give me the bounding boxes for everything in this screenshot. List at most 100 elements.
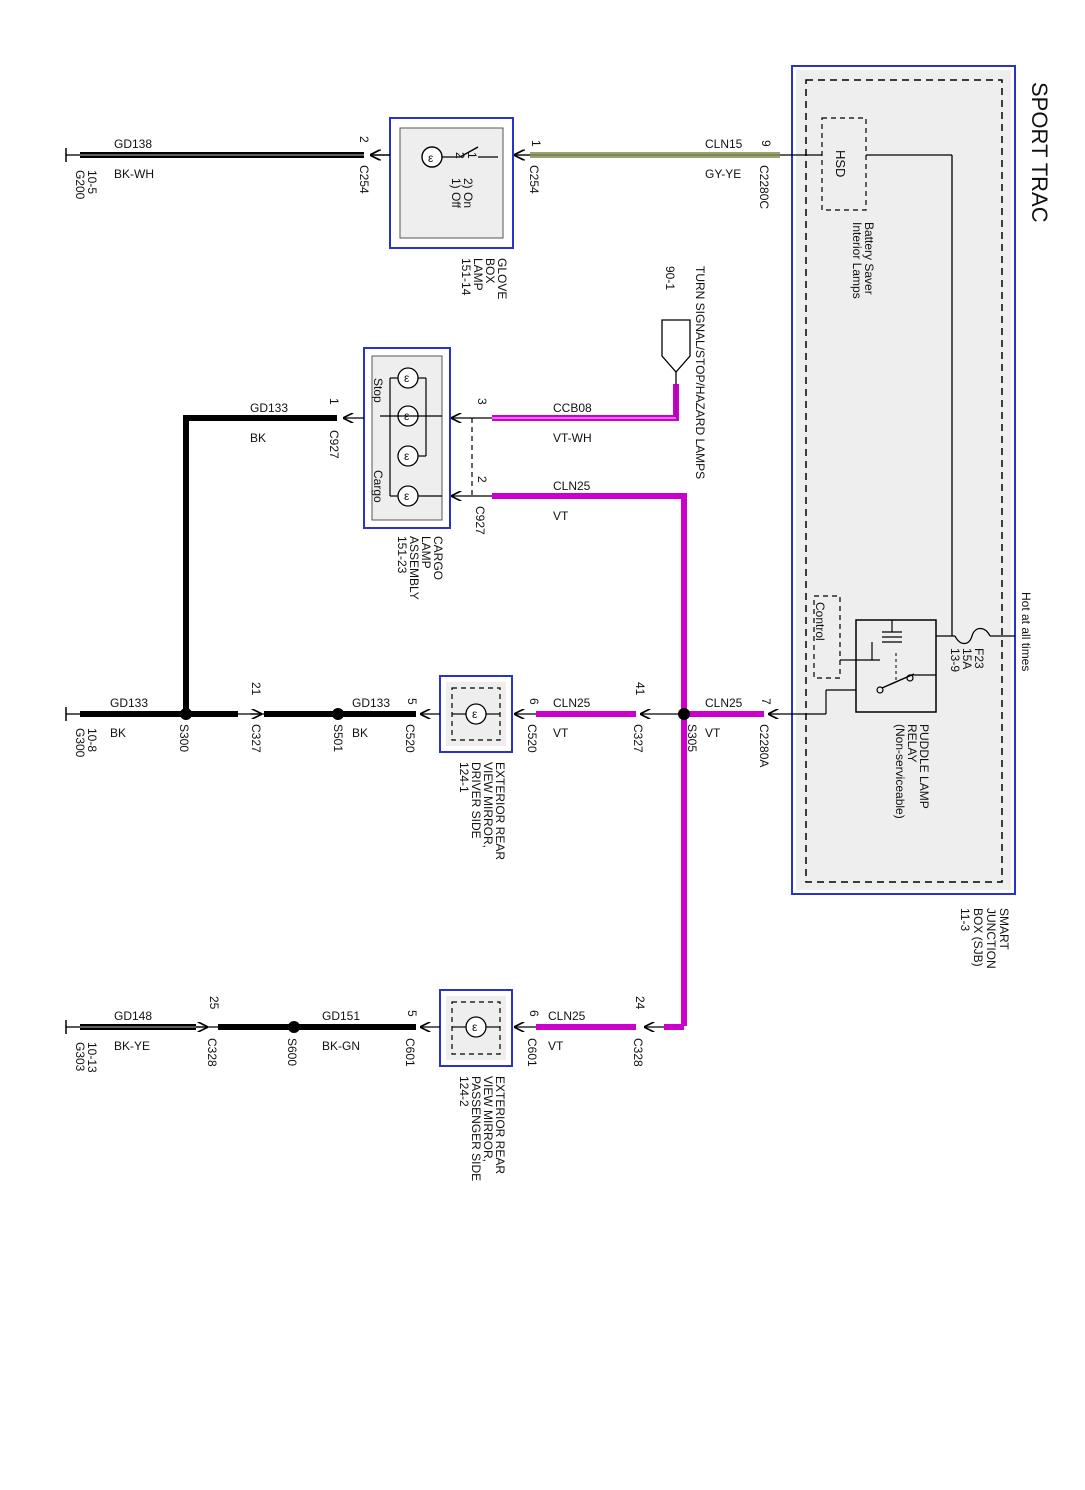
ground-g300: G300 10-8 <box>73 728 99 761</box>
connector-pin: 7 <box>759 698 773 705</box>
connector-c327: C327 <box>249 724 263 753</box>
splice-s501 <box>332 708 344 720</box>
svg-text:Control: Control <box>813 602 827 641</box>
connector-c927: C927 <box>473 506 487 535</box>
connector-pin: 5 <box>405 698 419 705</box>
wire-color-bk-ye: BK-YE <box>114 1039 150 1053</box>
wire-circuit-gd151: GD151 <box>322 1009 360 1023</box>
splice-label: S600 <box>285 1038 299 1066</box>
splice-label: S305 <box>685 724 699 752</box>
page-title: SPORT TRAC <box>1027 82 1052 223</box>
connector-c254: C254 <box>527 165 541 194</box>
cargo-lamp-assembly: ε ε ε ε Stop Cargo CARGO LAMP ASSEMBLY 1… <box>363 347 451 603</box>
wire-color-vt-wh: VT-WH <box>553 431 592 445</box>
wire-circuit-gd133: GD133 <box>250 401 288 415</box>
relay-label: PUDDLE LAMP RELAY (Non-serviceable) <box>893 724 931 819</box>
ground-g200: G200 10-5 <box>73 170 99 203</box>
glove-box-lamp: ε 2 1 1) Off 2) On GLOVE BOX LAMP 151-14 <box>389 117 514 303</box>
ground-g303: G303 10-13 <box>73 1042 99 1075</box>
cargo-lamp-label: CARGO LAMP ASSEMBLY 151-23 <box>395 536 445 603</box>
switch-pin-2: 2 <box>453 152 467 159</box>
svg-text:ε: ε <box>428 151 434 165</box>
mirror-driver-label: EXTERIOR REAR VIEW MIRROR, DRIVER SIDE 1… <box>457 762 507 863</box>
splice-s300 <box>180 708 192 720</box>
connector-c520: C520 <box>403 724 417 753</box>
fuse-label: F23 15A 13-9 <box>948 648 986 672</box>
connector-pin: 25 <box>207 996 221 1010</box>
splice-label: S300 <box>177 724 191 752</box>
turn-signal-ref: 90-1 <box>663 266 677 290</box>
wire-circuit-cln25: CLN25 <box>548 1009 586 1023</box>
connector-pin: 2 <box>357 136 371 143</box>
hsd-battery-saver: HSD Battery Saver Interior Lamps <box>821 117 876 299</box>
hot-at-all-times-label: Hot at all times <box>1019 592 1033 671</box>
wire-circuit-gd133: GD133 <box>110 696 148 710</box>
hsd-description: Battery Saver Interior Lamps <box>850 222 876 299</box>
fuse-f23: Hot at all times F23 15A 13-9 <box>936 592 1033 672</box>
svg-text:ε: ε <box>404 371 410 385</box>
wire-circuit-cln25: CLN25 <box>553 479 591 493</box>
splice-s305 <box>678 708 690 720</box>
connector-c520: C520 <box>525 724 539 753</box>
wire-circuit-cln25: CLN25 <box>705 696 743 710</box>
connector-pin: 2 <box>475 476 489 483</box>
mirror-passenger-side: ε EXTERIOR REAR VIEW MIRROR, PASSENGER S… <box>439 989 513 1184</box>
connector-c601: C601 <box>403 1038 417 1067</box>
connector-c327: C327 <box>631 724 645 753</box>
cargo-label-inner: Cargo <box>371 470 385 503</box>
connector-c601: C601 <box>525 1038 539 1067</box>
wire-circuit-ccb08: CCB08 <box>553 401 592 415</box>
wire-color-bk: BK <box>250 431 266 445</box>
sjb-label: SMART JUNCTION BOX (SJB) 11-3 <box>958 908 1011 972</box>
switch-pin-1: 1 <box>465 152 479 159</box>
connector-c328: C328 <box>205 1038 219 1067</box>
wire-color-bk-gn: BK-GN <box>322 1039 360 1053</box>
svg-text:HSD: HSD <box>833 150 848 177</box>
connector-pin: 1 <box>327 398 341 405</box>
connector-c2280a: C2280A <box>757 724 771 767</box>
puddle-lamp-relay: PUDDLE LAMP RELAY (Non-serviceable) <box>855 619 937 819</box>
connector-pin: 6 <box>527 1010 541 1017</box>
mirror-passenger-label: EXTERIOR REAR VIEW MIRROR, PASSENGER SID… <box>457 1076 507 1184</box>
mirror-driver-side: ε EXTERIOR REAR VIEW MIRROR, DRIVER SIDE… <box>439 675 513 863</box>
svg-text:ε: ε <box>404 489 410 503</box>
stop-label: Stop <box>371 378 385 403</box>
turn-signal-input: TURN SIGNAL/STOP/HAZARD LAMPS 90-1 <box>661 266 707 479</box>
connector-c328: C328 <box>631 1038 645 1067</box>
wire-color-vt: VT <box>705 726 721 740</box>
wire-color-bk-wh: BK-WH <box>114 167 154 181</box>
connector-pin: 41 <box>633 682 647 696</box>
wire-circuit-cln15: CLN15 <box>705 137 743 151</box>
connector-pin: 24 <box>633 996 647 1010</box>
svg-text:ε: ε <box>472 1020 478 1034</box>
svg-text:ε: ε <box>472 707 478 721</box>
smart-junction-box: SMART JUNCTION BOX (SJB) 11-3 <box>791 65 1016 972</box>
wire-circuit-gd133: GD133 <box>352 696 390 710</box>
wire-color-vt: VT <box>553 726 569 740</box>
wire-color-gy-ye: GY-YE <box>705 167 741 181</box>
connector-pin: 21 <box>249 682 263 696</box>
switch-positions: 1) Off 2) On <box>449 178 475 211</box>
svg-text:ε: ε <box>404 449 410 463</box>
connector-pin: 1 <box>529 140 543 147</box>
wire-circuit-gd138: GD138 <box>114 137 152 151</box>
wire-circuit-cln25: CLN25 <box>553 696 591 710</box>
wire-color-bk: BK <box>352 726 368 740</box>
connector-pin: 6 <box>527 698 541 705</box>
wire-color-vt: VT <box>553 509 569 523</box>
connector-pin: 3 <box>475 398 489 405</box>
connector-c2280c: C2280C <box>757 165 771 209</box>
wire-color-vt: VT <box>548 1039 564 1053</box>
wire-color-bk: BK <box>110 726 126 740</box>
glove-box-label: GLOVE BOX LAMP 151-14 <box>459 258 509 303</box>
connector-c254: C254 <box>357 165 371 194</box>
connector-c927: C927 <box>327 430 341 459</box>
relay-control: Control <box>813 595 841 679</box>
splice-label: S501 <box>331 724 345 752</box>
splice-s600 <box>288 1021 300 1033</box>
turn-signal-label: TURN SIGNAL/STOP/HAZARD LAMPS <box>693 266 707 479</box>
connector-pin: 9 <box>759 140 773 147</box>
connector-pin: 5 <box>405 1010 419 1017</box>
wire-circuit-gd148: GD148 <box>114 1009 152 1023</box>
